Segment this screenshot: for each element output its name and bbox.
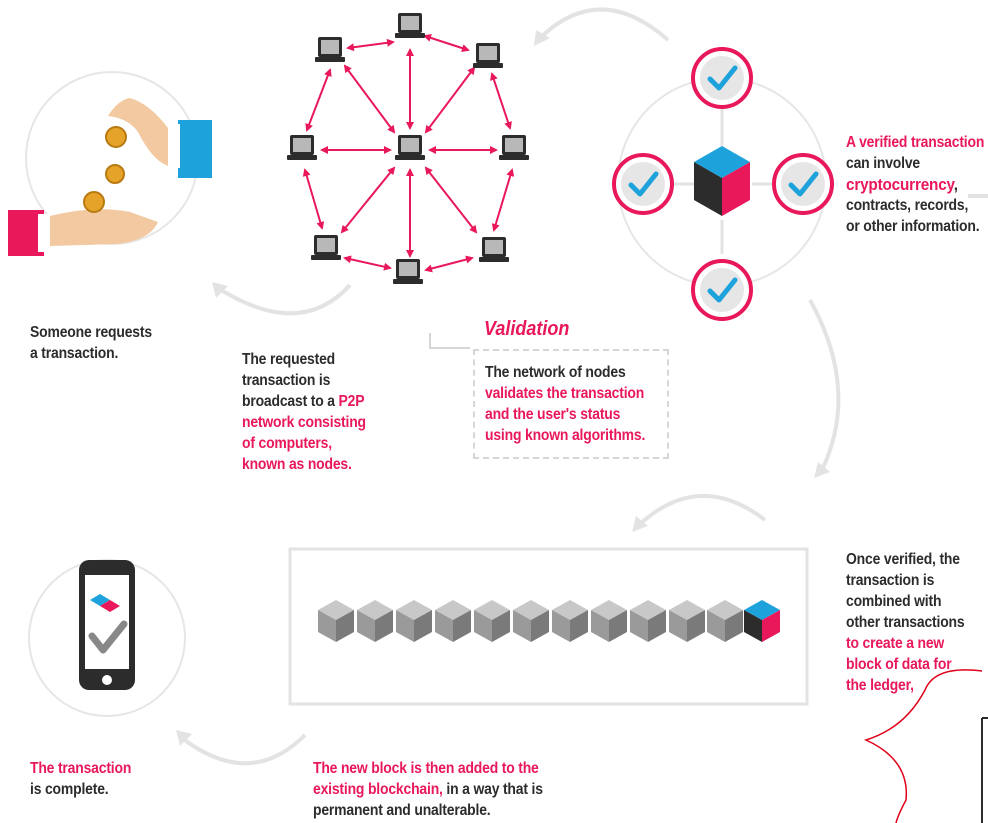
flow-arrow-broadcast-to-request [216,283,352,316]
validation-title: Validation [484,318,570,340]
computer-node-icon [311,235,341,260]
step-new-block-line: combined with [846,593,942,610]
computer-node-icon [393,259,423,284]
computer-node-icon [479,237,509,262]
block-cube-icon [396,600,432,642]
blockchain-frame [288,547,809,706]
cropped-frame-edge [981,717,988,823]
computer-node-icon [499,135,529,160]
step-broadcast-text: The requested transaction is broadcast t… [242,349,366,475]
step-verified-line: contracts, records, [846,197,969,214]
step-broadcast-line: of computers, [242,435,332,452]
step-verified-text-highlight: cryptocurrency [846,175,954,194]
step-added-text-dark: in a way that is [442,781,543,798]
step-broadcast-line: transaction is [242,372,331,389]
computer-node-icon [473,43,503,68]
step-complete-line: The transaction [30,760,132,777]
smartphone-icon [79,560,135,690]
computer-node-icon [287,135,317,160]
step-added-line: permanent and unalterable. [313,802,491,819]
block-cube-icon [591,600,627,642]
step-broadcast-line: broadcast to a P2P [242,391,366,412]
computer-node-icon [395,135,425,160]
block-cube-icon [707,600,743,642]
block-cube-icon [474,600,510,642]
step-added-line: The new block is then added to the [313,760,539,777]
step-new-block-line: the ledger, [846,677,914,694]
block-cube-icon [357,600,393,642]
p2p-network-graphic [302,34,515,273]
step-validation-line: and the user's status [485,406,621,423]
step-validation-text: The network of nodes validates the trans… [485,362,645,446]
block-cube-icon [435,600,471,642]
step-complete-text: The transaction is complete. [30,758,131,800]
p2p-nodes [287,13,529,284]
step-verified-line: or other information. [846,218,980,235]
step-new-block-line: transaction is [846,572,935,589]
step-verified-text-dark: , [953,175,958,194]
checkmark-circle-icon [772,153,834,215]
flow-arrows [176,7,841,766]
block-cube-icon [669,600,705,642]
block-cube-icon [552,600,588,642]
cube-icon [694,146,750,216]
step-broadcast-text-highlight: P2P [338,393,365,410]
step-added-text-highlight: existing blockchain, [313,781,443,798]
step-broadcast-line: network consisting [242,414,366,431]
step-request-graphic [8,71,212,256]
step-broadcast-text-dark: broadcast to a [242,393,339,410]
step-verified-text: A verified transaction can involve crypt… [846,132,984,237]
step-verified-line: can involve [846,155,921,172]
step-added-line: existing blockchain, in a way that is [313,779,543,800]
verification-graphic [612,47,988,321]
block-cube-icon [318,600,354,642]
new-block-cube-icon [744,600,780,642]
checkmark-circle-icon [612,153,674,215]
step-new-block-line: to create a new [846,635,945,652]
step-verified-line: cryptocurrency, [846,174,984,195]
step-new-block-text: Once verified, the transaction is combin… [846,549,965,696]
checkmark-circle-icon [691,47,753,109]
validation-box [473,349,669,459]
block-cube-icon [513,600,549,642]
step-request-text: Someone requests a transaction. [30,322,152,364]
step-validation-line: The network of nodes [485,364,626,381]
hand-coins-icon [8,98,212,256]
step-validation-line: using known algorithms. [485,427,646,444]
block-cube-icon [630,600,666,642]
step-new-block-line: block of data for [846,656,952,673]
computer-node-icon [395,13,425,38]
annotation-scribble [863,669,983,823]
checkmark-circle-icon [691,259,753,321]
step-validation-line: validates the transaction [485,385,645,402]
computer-node-icon [315,37,345,62]
step-broadcast-line: The requested [242,351,336,368]
step-request-line: Someone requests [30,324,152,341]
step-complete-line: is complete. [30,781,109,798]
step-new-block-line: Once verified, the [846,551,960,568]
step-verified-line: A verified transaction [846,134,985,151]
step-new-block-line: other transactions [846,614,965,631]
step-added-text: The new block is then added to the exist… [313,758,543,821]
blockchain-blocks [318,600,780,642]
step-request-line: a transaction. [30,345,119,362]
step-broadcast-line: known as nodes. [242,456,352,473]
